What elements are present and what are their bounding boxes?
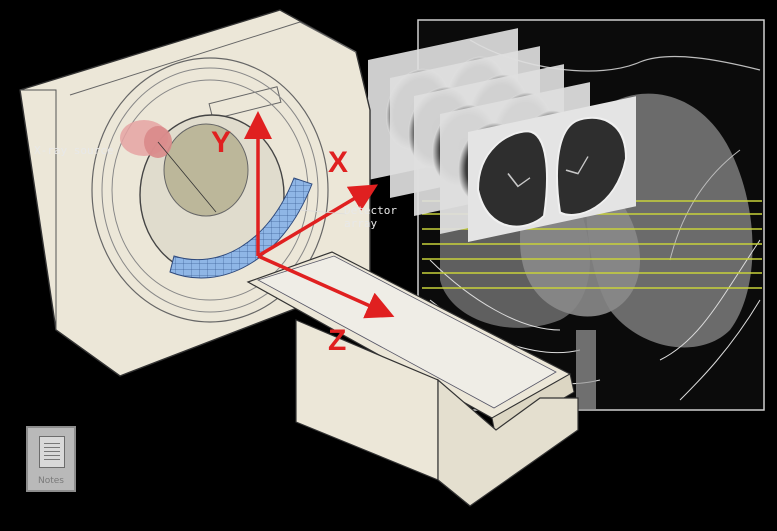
x-axis-arrow <box>257 184 379 258</box>
axis-label-y: Y <box>211 126 232 159</box>
notes-button-label: Notes <box>38 476 64 486</box>
z-axis-arrow <box>257 254 395 319</box>
xray-source-label: X-ray source <box>34 144 114 157</box>
detector-label-line1: Detector <box>344 204 397 217</box>
patient-table <box>246 251 579 507</box>
document-icon <box>39 436 65 468</box>
axis-label-x: X <box>328 146 349 179</box>
detector-array-label: Detector array <box>344 204 397 230</box>
ct-slice-stack <box>368 28 636 242</box>
notes-button[interactable]: Notes <box>26 426 76 492</box>
detector-label-line2: array <box>344 217 378 230</box>
axis-label-z: Z <box>328 324 347 357</box>
coordinate-axes <box>157 111 395 319</box>
